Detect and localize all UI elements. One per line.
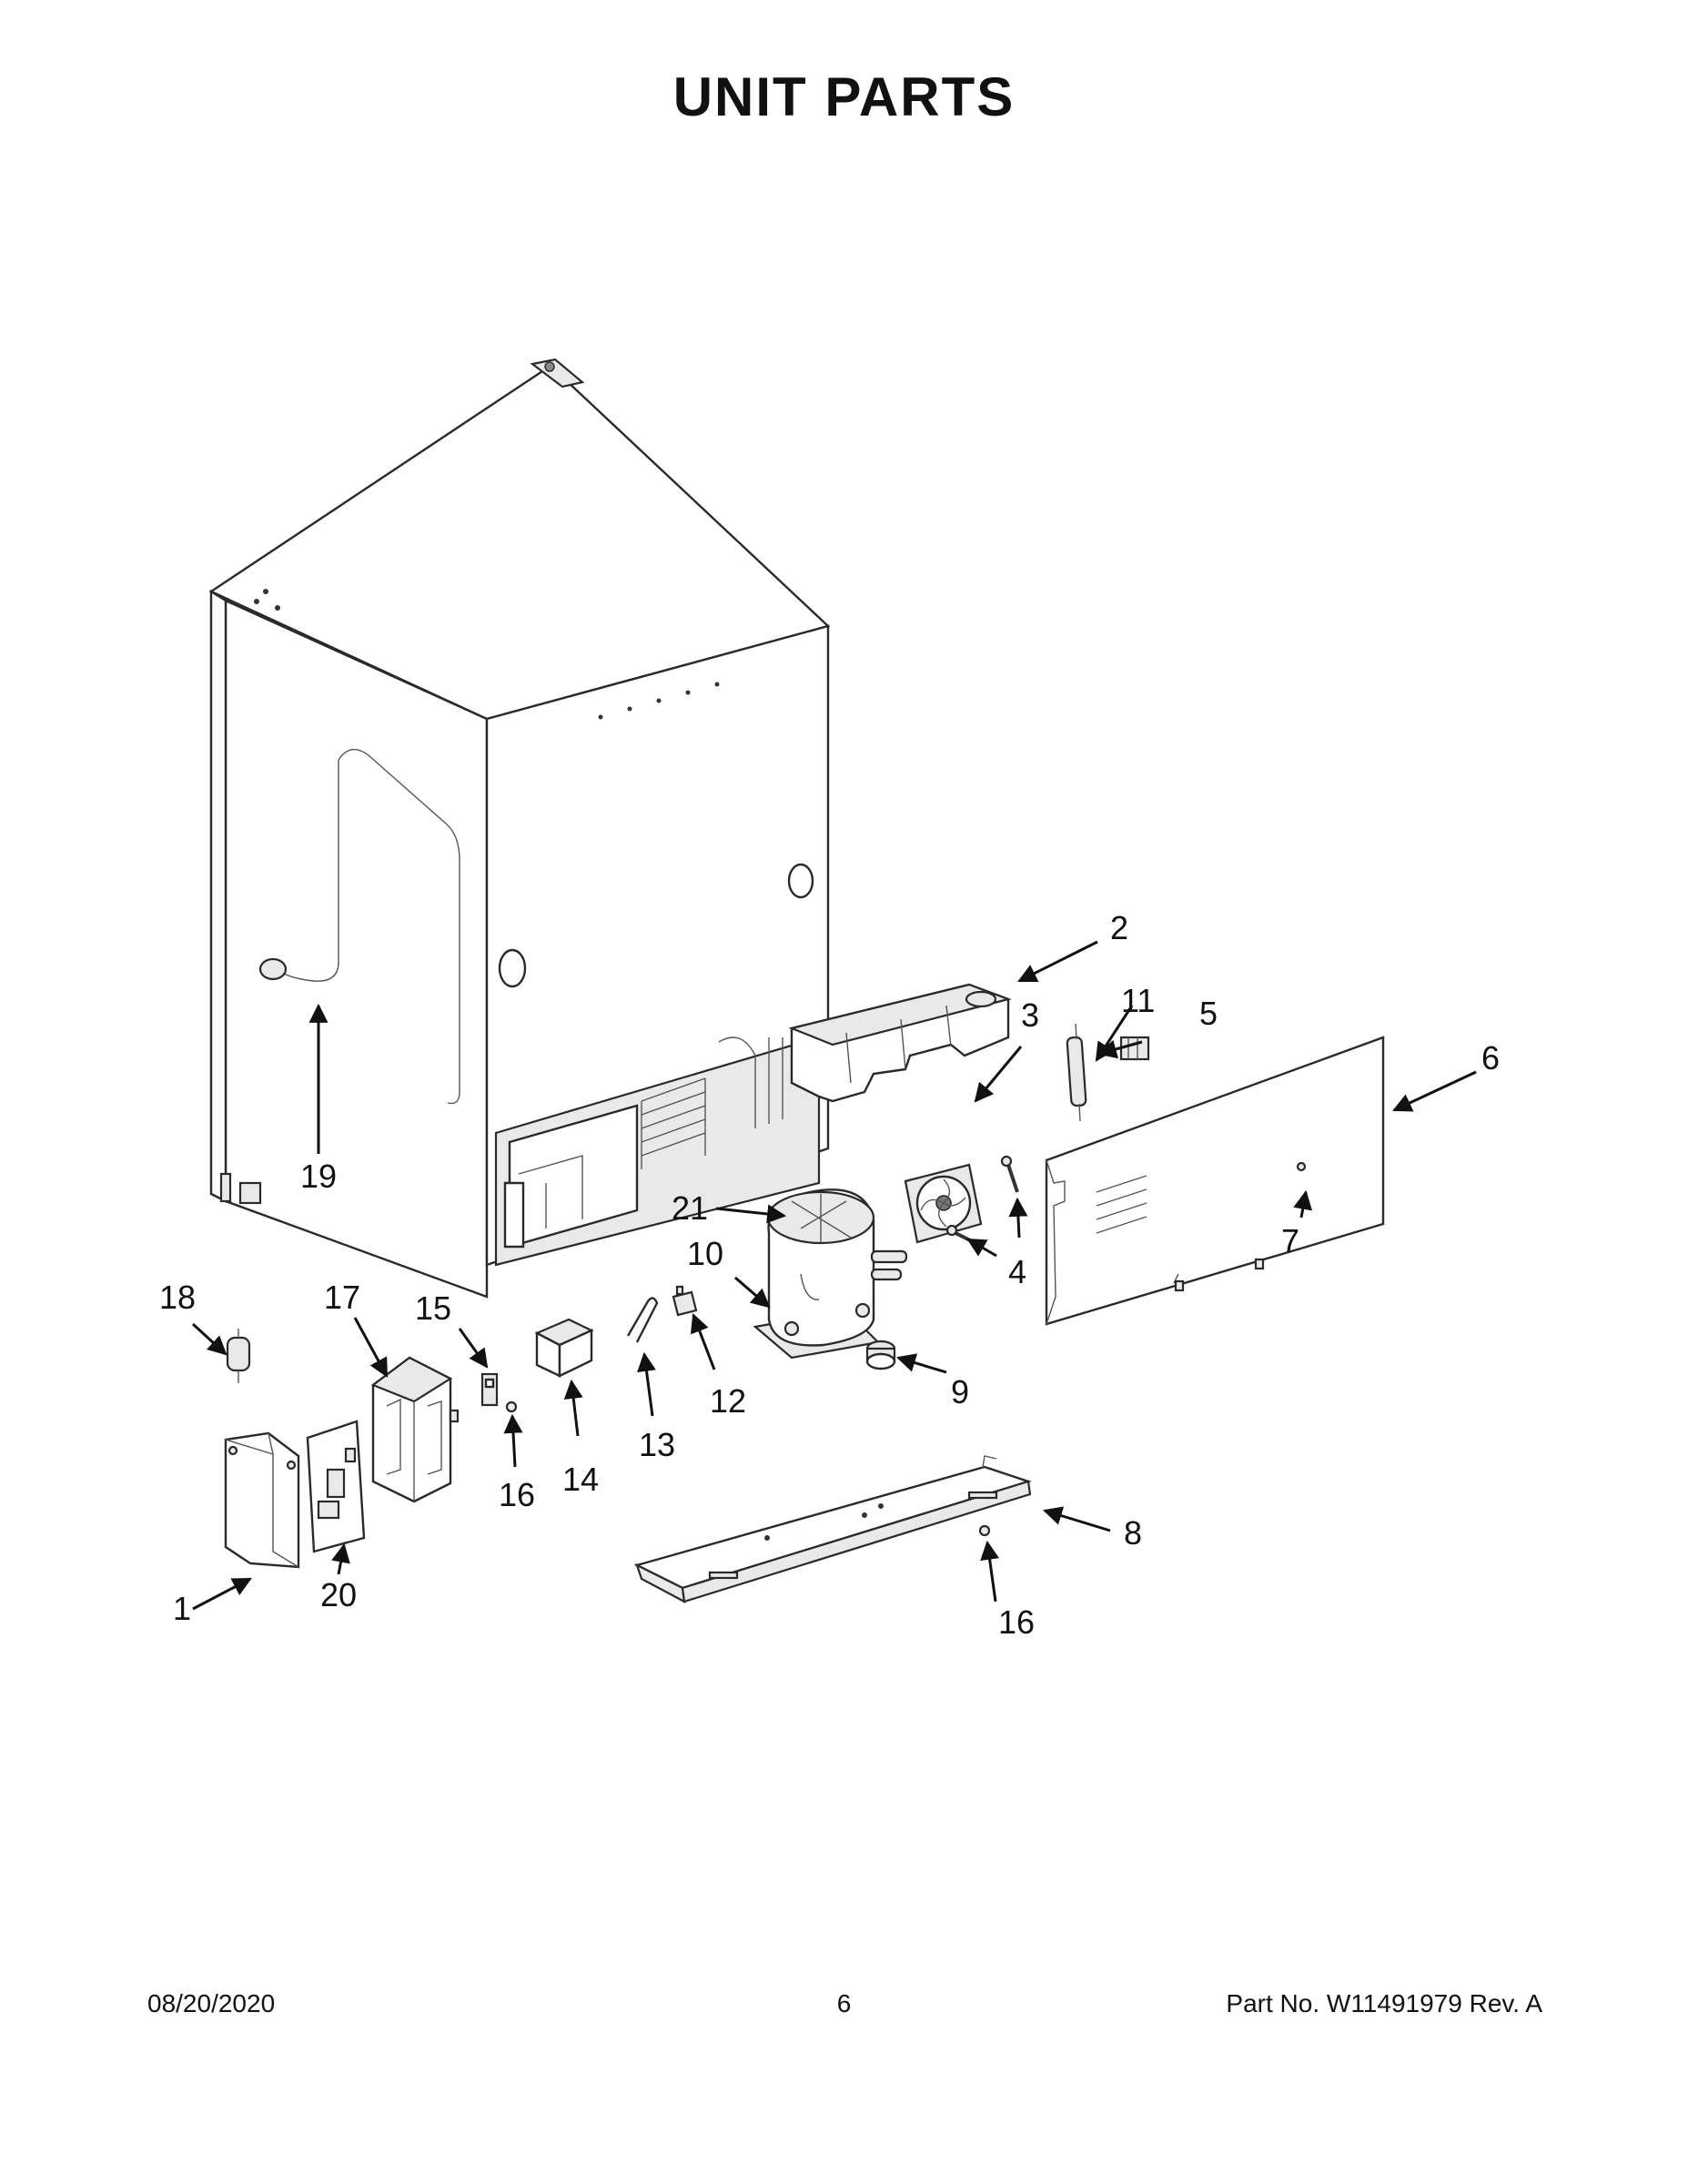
callout-21: 21: [672, 1189, 708, 1227]
relay-cover: [534, 1318, 594, 1378]
screw-16-rail: [978, 1524, 991, 1537]
screw-16: [505, 1400, 518, 1413]
callout-16a: 16: [499, 1476, 535, 1513]
footer-page-number: 6: [836, 1989, 852, 2017]
callout-10: 10: [687, 1235, 723, 1272]
capacitor: [226, 1329, 251, 1383]
callout-3: 3: [1021, 996, 1039, 1034]
drier-tube: [1066, 1023, 1087, 1122]
callout-11: 11: [1121, 982, 1155, 1019]
compressor: [753, 1188, 908, 1360]
control-board: [306, 1420, 366, 1553]
callout-20: 20: [320, 1576, 357, 1613]
grommet: [865, 1340, 896, 1370]
footer-date: 08/20/2020: [147, 1989, 276, 2017]
wire-clip: [626, 1297, 659, 1343]
callout-8: 8: [1124, 1514, 1142, 1552]
callout-16b: 16: [998, 1603, 1035, 1641]
callout-12: 12: [710, 1382, 746, 1420]
drain-pan: [788, 983, 1012, 1103]
page-title: UNIT PARTS: [672, 66, 1016, 127]
clip-5: [1119, 1036, 1150, 1061]
overload-relay: [672, 1285, 698, 1317]
callout-2: 2: [1110, 909, 1128, 946]
callout-7: 7: [1281, 1222, 1299, 1259]
callout-1: 1: [173, 1590, 191, 1627]
callout-4: 4: [1008, 1253, 1026, 1290]
callout-labels: 1 2 3 4 5 6 7 8 9 10 11 12 13 14 15 16 1…: [159, 909, 1500, 1641]
callout-13: 13: [639, 1426, 675, 1463]
callout-17: 17: [324, 1279, 360, 1316]
callout-14: 14: [562, 1461, 599, 1498]
footer-part-number: Part No. W11491979 Rev. A: [1226, 1989, 1542, 2017]
cabinet: [208, 358, 831, 1299]
callout-9: 9: [951, 1373, 969, 1410]
callout-15: 15: [415, 1289, 451, 1327]
base-rail: [633, 1455, 1032, 1603]
callout-6: 6: [1481, 1039, 1500, 1077]
bracket-15: [480, 1372, 499, 1407]
access-panel: [1045, 1036, 1385, 1326]
control-housing: [370, 1356, 460, 1503]
control-box-cover: [224, 1431, 300, 1569]
callout-18: 18: [159, 1279, 196, 1316]
callout-5: 5: [1199, 995, 1218, 1032]
leader-arrows: [191, 940, 1477, 1611]
condenser-fan: [904, 1163, 983, 1244]
callout-19: 19: [300, 1158, 337, 1195]
